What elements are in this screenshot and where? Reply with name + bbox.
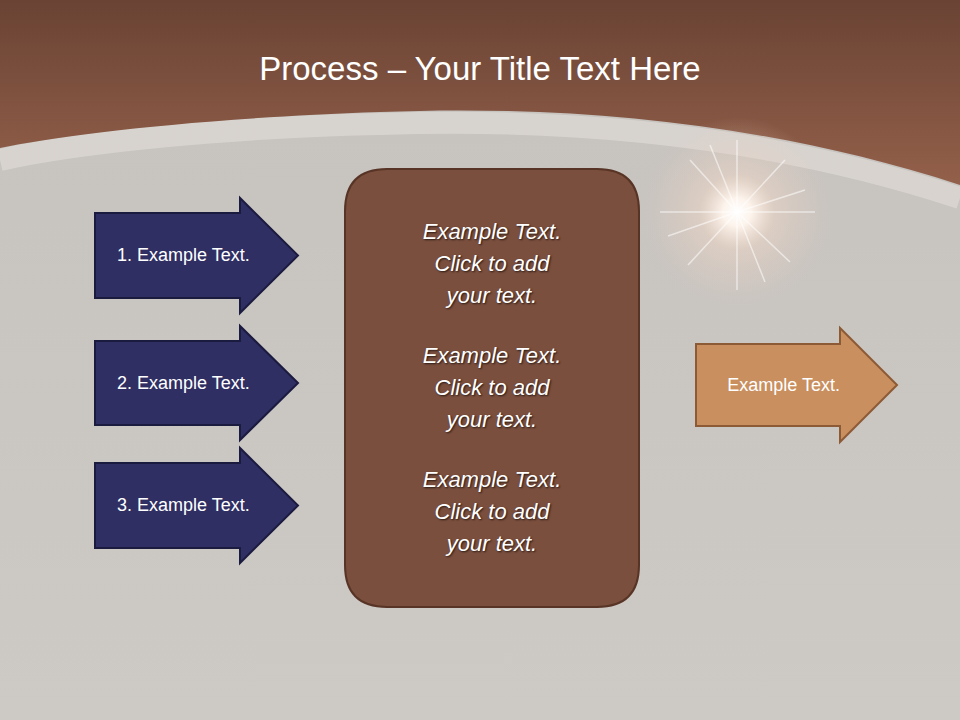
input-arrow: 1. Example Text.: [95, 198, 298, 313]
text-area: 3. Example Text.: [95, 463, 272, 548]
text-area: Example Text.: [696, 344, 871, 426]
slide-title: Process – Your Title Text Here: [0, 50, 960, 88]
input-arrow: 2. Example Text.: [95, 326, 298, 440]
sun-flare: [642, 117, 832, 307]
text-area: 1. Example Text.: [95, 213, 272, 298]
title-band: [0, 0, 960, 185]
outline: [95, 326, 298, 440]
outline: [95, 448, 298, 563]
output-arrow: Example Text.: [696, 328, 897, 442]
outline: [345, 169, 639, 607]
outline: [95, 198, 298, 313]
outline: [696, 328, 897, 442]
arrow-label: Example Text.: [727, 375, 840, 396]
step-text: Example Text. Click to add your text.: [413, 216, 571, 312]
text-area: 2. Example Text.: [95, 341, 272, 425]
step-text: Example Text. Click to add your text.: [413, 340, 571, 436]
text-area: Example Text. Click to add your text. Exa…: [344, 188, 640, 588]
process-box: Example Text. Click to add your text. Exa…: [344, 168, 640, 608]
input-arrow: 3. Example Text.: [95, 448, 298, 563]
arrow-label: 1. Example Text.: [117, 245, 250, 266]
arrow-label: 3. Example Text.: [117, 495, 250, 516]
step-text: Example Text. Click to add your text.: [413, 464, 571, 560]
arrow-label: 2. Example Text.: [117, 373, 250, 394]
